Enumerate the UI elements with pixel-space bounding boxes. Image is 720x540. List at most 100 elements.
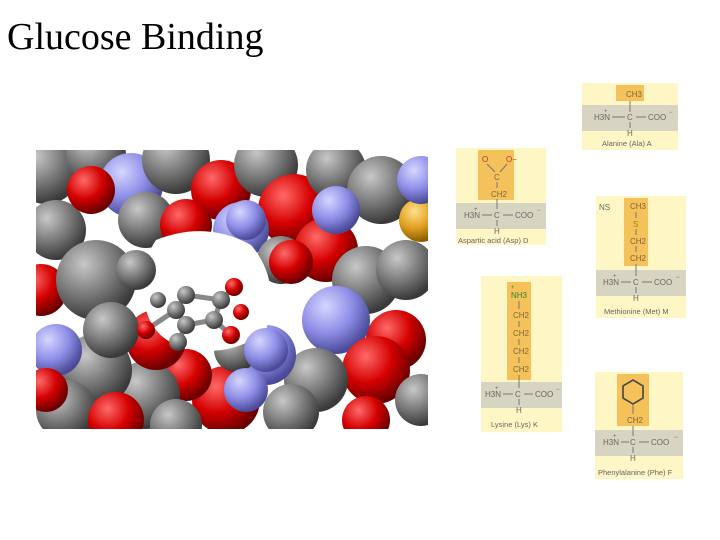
amino-acid-name: Aspartic acid (Asp) D — [458, 236, 529, 245]
charge-text: + — [613, 274, 617, 280]
charge-text: + — [511, 285, 515, 291]
amine-text: H3N — [464, 211, 480, 220]
backbone-band — [456, 203, 546, 229]
carboxyl-text: COO — [535, 390, 553, 399]
charge-text: − — [556, 387, 560, 393]
phenylalanine-structure: CH2 H3N + C COO − H Phenylalanine (Phe) … — [598, 379, 678, 477]
charge-text: − — [674, 435, 678, 441]
side-chain-highlight — [617, 374, 649, 426]
side-chain-text: CH2 — [513, 365, 530, 374]
carboxyl-text: COO — [515, 211, 533, 220]
ligand-carbon-atom — [167, 301, 185, 319]
methionine-structure: NS CH3 S CH2 CH2 H3N + C COO − H Methion… — [599, 202, 680, 316]
amino-acid-name: Alanine (Ala) A — [602, 139, 652, 148]
slide-title: Glucose Binding — [7, 16, 264, 58]
amine-text: H3N — [485, 390, 501, 399]
nitrogen-atom — [312, 186, 360, 234]
oxygen-atom — [269, 240, 313, 284]
alpha-carbon-text: C — [633, 278, 639, 287]
ligand-carbon-atom — [205, 311, 223, 329]
amino-acid-card-aspartic-acid: O O− C CH2 H3N + C COO − H Aspartic acid… — [456, 148, 546, 245]
nitrogen-atom — [244, 328, 288, 372]
carbon-atom — [347, 156, 415, 224]
ligand-carbon-atom — [169, 333, 187, 351]
charge-text: + — [613, 434, 617, 440]
carbon-atom — [36, 200, 86, 260]
carboxyl-text: COO — [651, 438, 669, 447]
side-chain-text: O — [482, 155, 488, 164]
ligand-oxygen-atom — [225, 278, 243, 296]
side-chain-text: NH3 — [511, 291, 528, 300]
carbon-atom — [116, 250, 156, 290]
side-chain-text: CH2 — [513, 329, 530, 338]
carbon-atom — [150, 399, 202, 429]
nitrogen-atom — [36, 324, 82, 376]
charge-text: − — [537, 208, 541, 214]
nitrogen-atom — [224, 368, 268, 412]
binding-cavity — [142, 231, 271, 351]
side-chain-highlight — [616, 85, 644, 101]
oxygen-atom — [342, 336, 410, 404]
ligand-oxygen-atom — [222, 326, 240, 344]
nitrogen-atom — [226, 200, 266, 240]
ligand-carbon-atom — [177, 316, 195, 334]
alanine-structure: CH3 H3N + C COO − H Alanine (Ala) A — [594, 90, 673, 148]
amino-acid-card-methionine: NS CH3 S CH2 CH2 H3N + C COO − H Methion… — [596, 196, 686, 318]
backbone-band — [596, 270, 686, 296]
ligand-carbon-atom — [177, 286, 195, 304]
atom-spheres — [36, 150, 428, 429]
glucose-binding-pocket-image — [36, 150, 428, 429]
side-chain-text: O− — [506, 155, 517, 164]
side-chain-text: C — [494, 173, 500, 182]
side-chain-text: CH2 — [627, 416, 644, 425]
charge-text: + — [604, 109, 608, 115]
oxygen-atom — [88, 392, 144, 429]
oxygen-atom — [67, 166, 115, 214]
carbon-atom — [118, 192, 174, 248]
amino-acid-name: Lysine (Lys) K — [491, 420, 538, 429]
amine-text: H3N — [594, 113, 610, 122]
alpha-carbon-text: C — [630, 438, 636, 447]
side-chain-text: CH2 — [630, 254, 647, 263]
amine-text: H3N — [603, 278, 619, 287]
side-chain-text: CH2 — [513, 311, 530, 320]
side-chain-highlight — [507, 282, 531, 380]
lysine-structure: + NH3 CH2 CH2 CH2 CH2 H3N + C COO − H Ly… — [485, 285, 560, 429]
carbon-atom — [263, 384, 319, 429]
carbon-atom — [83, 302, 139, 358]
charge-text: + — [474, 207, 478, 213]
side-chain-text: CH3 — [626, 90, 643, 99]
alpha-carbon-text: C — [515, 390, 521, 399]
sulfur-atom — [399, 198, 428, 242]
amino-acid-card-phenylalanine: CH2 H3N + C COO − H Phenylalanine (Phe) … — [595, 372, 683, 479]
carbon-atom — [395, 374, 428, 426]
alpha-carbon-text: C — [627, 113, 633, 122]
benzene-ring-icon — [622, 379, 644, 405]
charge-text: − — [669, 110, 673, 116]
carbon-atom — [376, 240, 428, 300]
amine-text: H3N — [603, 438, 619, 447]
carbon-atom — [56, 240, 136, 320]
hydrogen-text: H — [627, 129, 633, 138]
charge-text: + — [495, 386, 499, 392]
hydrogen-text: H — [633, 294, 639, 303]
hydrogen-text: H — [516, 406, 522, 415]
backbone-band — [481, 382, 562, 408]
amino-acid-name: Phenylalanine (Phe) F — [598, 468, 673, 477]
amino-acid-card-alanine: CH3 H3N + C COO − H Alanine (Ala) A — [582, 83, 678, 150]
side-chain-text: CH2 — [513, 347, 530, 356]
oxygen-atom — [36, 368, 68, 412]
space-filling-model — [36, 150, 428, 429]
oxygen-atom — [342, 396, 390, 429]
ligand-carbon-atom — [150, 292, 166, 308]
charge-text: − — [676, 275, 680, 281]
side-chain-text: CH2 — [491, 190, 508, 199]
glucose-ligand — [137, 278, 249, 351]
ligand-carbon-atom — [212, 291, 230, 309]
nitrogen-atom — [302, 286, 370, 354]
ligand-oxygen-atom — [233, 304, 249, 320]
side-chain-text: S — [633, 220, 638, 229]
carboxyl-text: COO — [648, 113, 666, 122]
side-chain-text: CH3 — [630, 202, 647, 211]
nitrogen-atom — [397, 156, 428, 204]
